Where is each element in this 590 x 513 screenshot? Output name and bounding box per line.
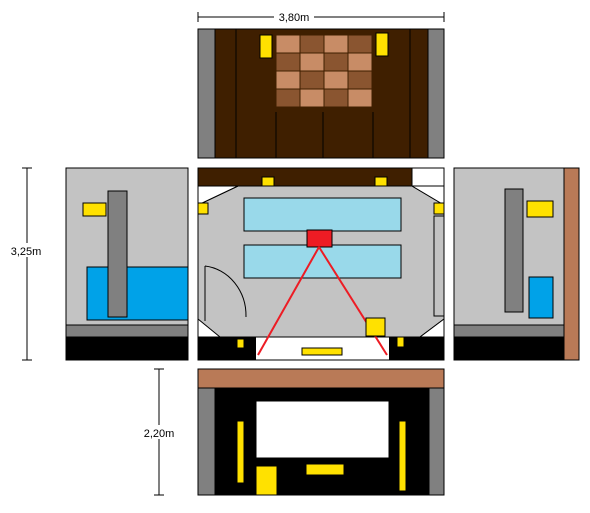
seating-row-back: [243, 244, 402, 279]
side-light-left: [197, 202, 209, 215]
tile-grid: [275, 34, 373, 108]
speaker-left-front: [236, 420, 245, 484]
speaker-right-plan: [433, 215, 445, 317]
left-wall-light: [82, 202, 107, 217]
back-floor-light-right: [396, 336, 405, 348]
right-wall-speaker-column: [504, 188, 524, 313]
front-wall-light-right: [374, 176, 388, 187]
right-wall-baseboard: [453, 324, 565, 338]
left-wall-sofa: [86, 266, 189, 321]
seating-row-front: [243, 197, 402, 232]
back-floor-left: [198, 337, 256, 360]
right-wall-wood-edge: [563, 167, 580, 361]
right-wall-view: [453, 167, 580, 361]
projector: [306, 229, 333, 248]
width-dimension: 3,80m: [197, 9, 445, 24]
left-wall-floor: [66, 337, 188, 360]
bottom-wall-left-column: [197, 387, 216, 496]
right-wall-sofa-end: [528, 276, 554, 319]
right-wall-floor: [454, 337, 564, 360]
door-swing-arc: [204, 265, 247, 318]
top-wall-left-column: [197, 28, 216, 159]
height-dimension: 2,20m: [138, 368, 180, 496]
center-speaker: [305, 463, 345, 476]
corner-panel: [410, 185, 445, 206]
left-wall-view: [65, 167, 189, 361]
bottom-wall-right-column: [428, 387, 445, 496]
height-dimension-label: 2,20m: [144, 428, 175, 440]
back-wall-light: [301, 347, 343, 356]
projection-line-right: [318, 246, 388, 356]
bottom-wall-view: [197, 368, 445, 496]
projection-line-left: [257, 246, 320, 356]
right-wall-light: [526, 200, 554, 218]
subwoofer: [365, 317, 386, 337]
front-wall-light-left: [261, 176, 275, 187]
depth-dimension-label: 3,25m: [11, 246, 42, 258]
left-wall-baseboard: [65, 324, 189, 338]
wall-light-right: [375, 32, 389, 57]
subwoofer-front: [255, 465, 278, 496]
left-wall-speaker-column: [107, 190, 128, 318]
top-wall-view: [197, 28, 445, 159]
corner-panel: [197, 185, 239, 206]
bottom-wall-ceiling-beam: [197, 368, 445, 389]
speaker-right-front: [398, 420, 407, 492]
wall-light-left: [259, 34, 273, 59]
floor-plan-view: [197, 167, 445, 361]
depth-dimension: 3,25m: [5, 167, 47, 361]
top-wall-right-column: [427, 28, 445, 159]
projection-screen: [255, 400, 390, 459]
back-floor-light-left: [236, 338, 245, 349]
width-dimension-label: 3,80m: [279, 12, 310, 24]
side-light-right: [433, 202, 445, 215]
